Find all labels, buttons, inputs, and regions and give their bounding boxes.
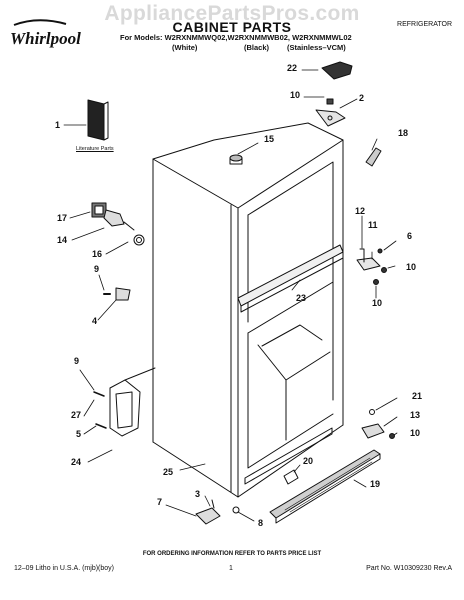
callout-23: 23 bbox=[296, 293, 307, 303]
divider-bar bbox=[237, 244, 344, 313]
leveling-leg bbox=[195, 499, 240, 525]
callout-17: 17 bbox=[57, 213, 68, 223]
callout-16: 16 bbox=[92, 249, 103, 259]
callout-20: 20 bbox=[303, 456, 314, 466]
callout-13: 13 bbox=[410, 410, 421, 420]
callout-12: 12 bbox=[355, 206, 366, 216]
callout-2: 2 bbox=[359, 93, 365, 103]
center-hinge bbox=[356, 248, 387, 285]
callout-10b: 10 bbox=[406, 262, 417, 272]
brand-name: Whirlpool bbox=[10, 29, 81, 48]
callout-9b: 9 bbox=[74, 356, 80, 366]
litho-info: 12–09 Litho in U.S.A. (mjb)(boy) bbox=[14, 565, 114, 572]
callout-15: 15 bbox=[264, 134, 275, 144]
hinge-cover bbox=[321, 61, 353, 80]
callout-11: 11 bbox=[368, 220, 378, 230]
whirlpool-logo: Whirlpool bbox=[10, 19, 81, 48]
variant-white: (White) bbox=[172, 43, 198, 52]
toe-grille bbox=[269, 449, 381, 524]
callout-27: 27 bbox=[71, 410, 82, 420]
callout-5: 5 bbox=[76, 429, 82, 439]
callout-10d: 10 bbox=[410, 428, 421, 438]
page-number: 1 bbox=[229, 565, 233, 572]
callout-21: 21 bbox=[412, 391, 423, 401]
literature-label: Literature Parts bbox=[76, 146, 114, 152]
callout-19: 19 bbox=[370, 479, 381, 489]
variant-stainless: (Stainless–VCM) bbox=[287, 43, 346, 52]
lower-hinge bbox=[361, 409, 395, 439]
category-label: REFRIGERATOR bbox=[397, 21, 452, 28]
literature-book bbox=[87, 99, 109, 141]
models-line: For Models: W2RXNMMWQ02,W2RXNMMWB02, W2R… bbox=[120, 33, 352, 42]
variant-black: (Black) bbox=[244, 43, 270, 52]
callout-9a: 9 bbox=[94, 264, 100, 274]
door-stop bbox=[365, 147, 382, 167]
left-hinge-upper bbox=[103, 287, 131, 301]
callout-24: 24 bbox=[71, 457, 82, 467]
callout-8: 8 bbox=[258, 518, 264, 528]
callout-3: 3 bbox=[195, 489, 201, 499]
part-number: Part No. W10309230 Rev.A bbox=[366, 565, 452, 572]
page-title: CABINET PARTS bbox=[172, 19, 292, 35]
leader-lines bbox=[63, 69, 398, 522]
callout-10c: 10 bbox=[372, 298, 383, 308]
door-bracket bbox=[93, 367, 156, 437]
hinge-cap bbox=[229, 154, 243, 165]
callout-4: 4 bbox=[92, 316, 98, 326]
bracket-20 bbox=[283, 469, 299, 485]
callout-10a: 10 bbox=[290, 90, 301, 100]
callout-6: 6 bbox=[407, 231, 413, 241]
cabinet-shell bbox=[152, 122, 344, 498]
callout-25: 25 bbox=[163, 467, 174, 477]
water-valve bbox=[91, 202, 145, 246]
callout-22: 22 bbox=[287, 63, 298, 73]
callout-7: 7 bbox=[157, 497, 163, 507]
callout-14: 14 bbox=[57, 235, 68, 245]
bottom-rail bbox=[244, 427, 333, 485]
callout-18: 18 bbox=[398, 128, 409, 138]
callout-1: 1 bbox=[55, 120, 61, 130]
watermark: AppliancePartsPros.com bbox=[104, 2, 360, 25]
ordering-note: FOR ORDERING INFORMATION REFER TO PARTS … bbox=[142, 551, 322, 557]
top-hinge bbox=[315, 98, 346, 127]
